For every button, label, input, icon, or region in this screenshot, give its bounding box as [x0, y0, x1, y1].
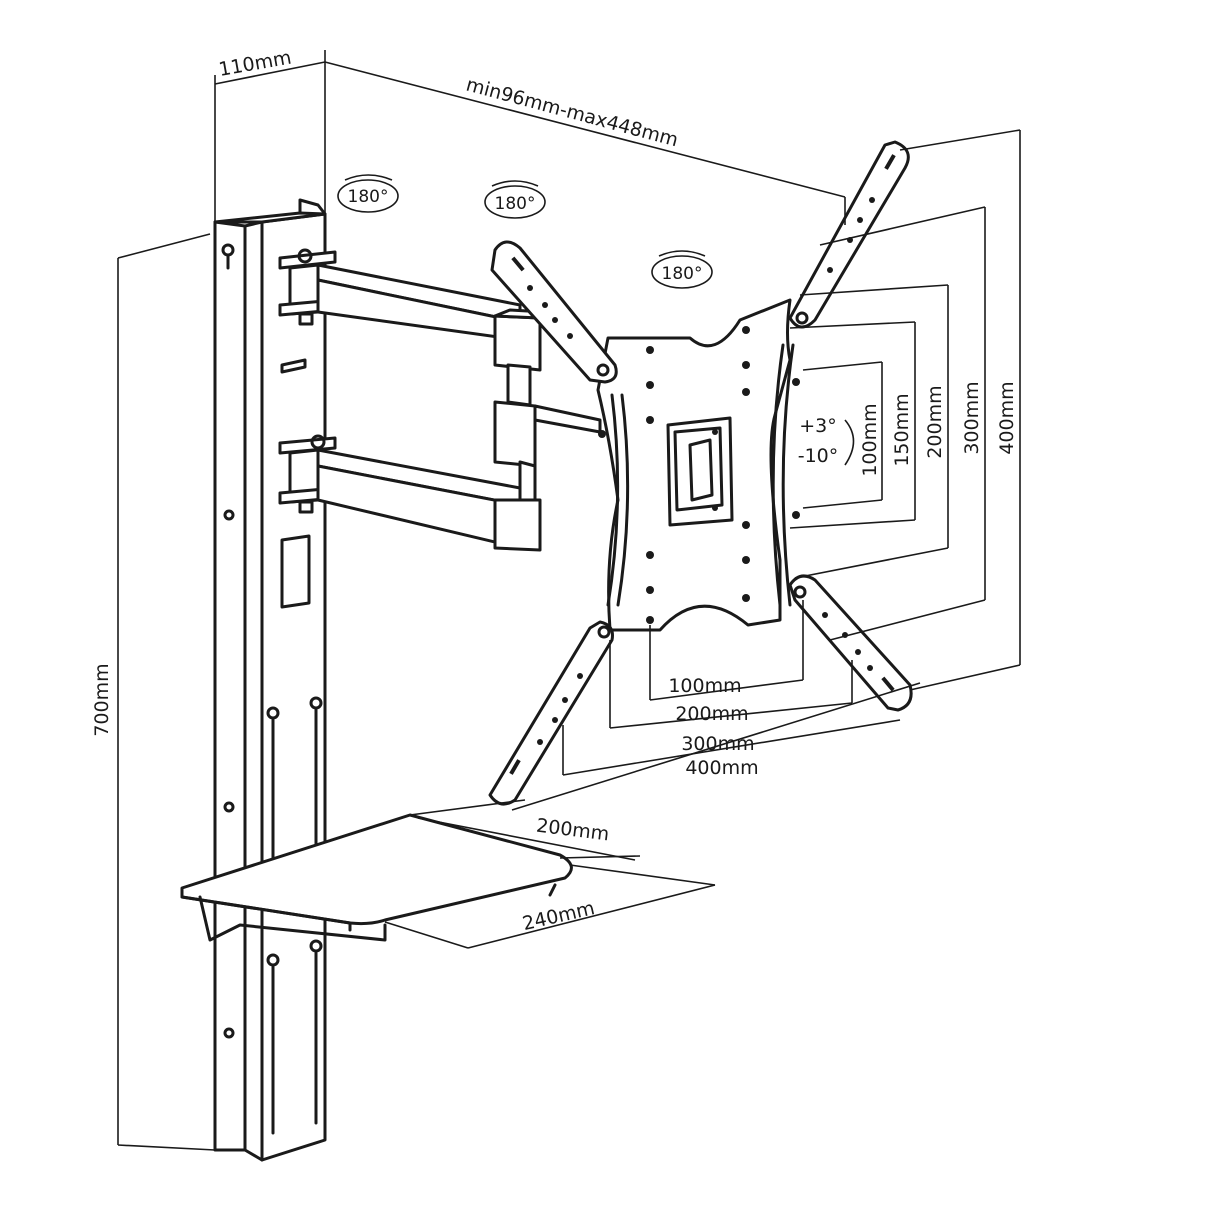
label-shelf-width: 240mm: [520, 897, 596, 935]
label-shelf-depth: 200mm: [535, 815, 610, 846]
rotation-label-1: 180°: [348, 187, 389, 207]
label-vesa-h-400: 400mm: [685, 757, 758, 779]
label-vesa-h-300: 300mm: [681, 733, 754, 755]
label-vesa-h-200: 200mm: [675, 703, 748, 725]
tilt-arrow-icon: [844, 419, 855, 466]
rotation-badge-1: 180°: [337, 174, 399, 213]
rotation-badge-3: 180°: [651, 250, 713, 289]
label-vesa-v-400: 400mm: [996, 381, 1018, 454]
label-vesa-v-200: 200mm: [924, 385, 946, 458]
label-tilt-down: -10°: [798, 445, 839, 467]
label-vesa-h-100: 100mm: [668, 675, 741, 697]
rotation-label-3: 180°: [662, 264, 703, 284]
shelf: [180, 813, 573, 942]
vesa-arms: [488, 140, 913, 806]
vesa-plate: [596, 298, 800, 632]
label-vesa-v-150: 150mm: [891, 393, 913, 466]
articulating-arms: [278, 248, 602, 552]
vesa-holes: [598, 326, 800, 624]
label-vesa-v-100: 100mm: [859, 403, 881, 476]
wall-column: [213, 198, 327, 1162]
label-height: 700mm: [91, 663, 113, 736]
label-vesa-v-300: 300mm: [961, 381, 983, 454]
label-arm-extension: min96mm-max448mm: [464, 74, 681, 152]
dimension-lines: [117, 50, 1021, 1151]
rotation-label-2: 180°: [495, 194, 536, 214]
label-tilt-up: +3°: [799, 415, 837, 437]
rotation-badge-2: 180°: [484, 180, 546, 219]
